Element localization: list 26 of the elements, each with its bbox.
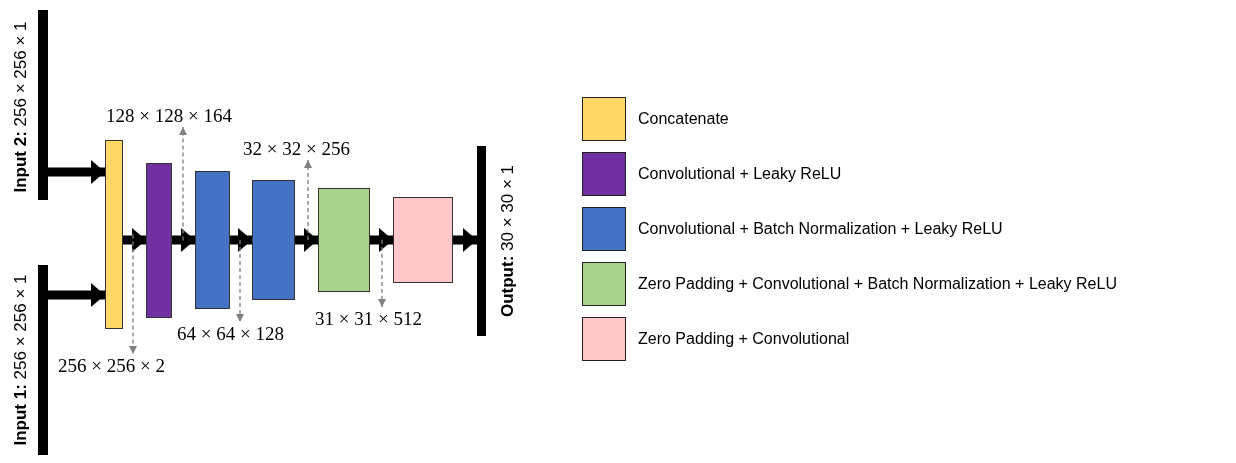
- legend-label: Convolutional + Batch Normalization + Leaky ReLU: [638, 219, 1003, 239]
- tensor-label: Output: 30 × 30 × 1: [498, 164, 516, 318]
- arrow: [230, 228, 252, 252]
- dimension-label: 256 × 256 × 2: [58, 356, 165, 375]
- tensor-label: Input 2: 256 × 256 × 1: [11, 21, 29, 193]
- legend-label: Convolutional + Leaky ReLU: [638, 164, 842, 184]
- arrow: [295, 228, 318, 252]
- leader-line: [378, 239, 386, 308]
- legend-label: Zero Padding + Convolutional + Batch Normalization + Leaky ReLU: [638, 274, 1117, 294]
- arrow: [123, 228, 146, 252]
- tensor-label: Input 1: 256 × 256 × 1: [11, 274, 29, 446]
- arrow: [48, 160, 105, 184]
- arrow: [453, 228, 477, 252]
- arrow: [48, 283, 105, 307]
- legend-label: Concatenate: [638, 109, 729, 129]
- dimension-label: 32 × 32 × 256: [243, 139, 350, 158]
- leader-line: [129, 233, 137, 355]
- dimension-label: 31 × 31 × 512: [315, 309, 422, 328]
- leader-line: [236, 239, 244, 323]
- leader-line: [304, 159, 312, 241]
- leader-line: [179, 126, 187, 242]
- dimension-label: 128 × 128 × 164: [106, 106, 232, 125]
- arrow: [172, 228, 195, 252]
- legend-label: Zero Padding + Convolutional: [638, 329, 850, 349]
- arrow: [370, 228, 393, 252]
- dimension-label: 64 × 64 × 128: [177, 324, 284, 343]
